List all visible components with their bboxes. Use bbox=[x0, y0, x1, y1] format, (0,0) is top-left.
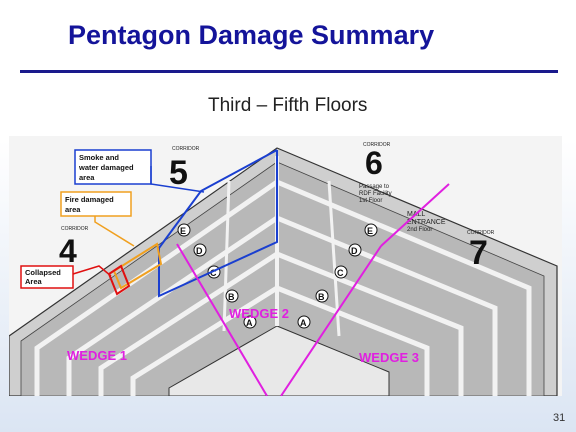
page-number: 31 bbox=[553, 412, 566, 424]
ring-a-right: A bbox=[300, 318, 307, 328]
mall-note-line-3: 2nd Floor bbox=[407, 227, 432, 233]
collapsed-area bbox=[107, 264, 131, 296]
ring-e-left: E bbox=[180, 226, 186, 236]
corridor-6-number: 6 bbox=[365, 145, 383, 181]
title-underline bbox=[20, 70, 558, 73]
wedge-boundary-line bbox=[280, 245, 382, 396]
ring-letters-right: E D C B A bbox=[297, 223, 378, 329]
ring-d-right: D bbox=[351, 246, 358, 256]
smoke-callout-leader bbox=[150, 166, 205, 193]
corridor-4-number: 4 bbox=[59, 233, 77, 269]
collapsed-callout-box bbox=[20, 265, 74, 289]
collapsed-callout-line-2: Area bbox=[25, 277, 43, 286]
passage-note-line-2: RDF Facility bbox=[359, 191, 392, 197]
smoke-callout-line-1: Smoke and bbox=[79, 153, 119, 162]
slide-subtitle: Third – Fifth Floors bbox=[208, 95, 368, 116]
ring-b-corridor-left bbox=[130, 285, 279, 396]
ring-c-right: C bbox=[337, 268, 344, 278]
fire-callout-line-2: area bbox=[65, 205, 81, 214]
collapsed-callout-leader bbox=[72, 265, 112, 277]
wedge-boundary-line bbox=[176, 243, 268, 396]
smoke-callout-line-2: water damaged bbox=[78, 163, 134, 172]
ring-d-corridor-left bbox=[66, 215, 279, 396]
collapsed-callout-line-1: Collapsed bbox=[25, 268, 61, 277]
central-courtyard bbox=[168, 325, 390, 396]
ring-c-left: C bbox=[210, 268, 217, 278]
pentagon-floorplan: CORRIDOR 5 CORRIDOR 6 CORRIDOR 4 CORRIDO… bbox=[9, 142, 558, 396]
ring-e-right: E bbox=[367, 226, 373, 236]
ring-d-left: D bbox=[196, 246, 203, 256]
ring-e-corridor bbox=[276, 179, 532, 396]
fire-callout-box bbox=[60, 191, 132, 217]
ring-c-corridor bbox=[276, 251, 464, 396]
ring-letters-left: E D C B A bbox=[177, 223, 257, 329]
ring-e-corridor-left bbox=[34, 179, 279, 396]
passage-note-line-3: 1st Floor bbox=[359, 198, 382, 204]
fire-callout-leader bbox=[94, 216, 135, 247]
smoke-damage-boundary bbox=[158, 149, 278, 298]
ring-b-left: B bbox=[228, 292, 235, 302]
corridor-7-number: 7 bbox=[469, 234, 488, 272]
wedge-2-label: WEDGE 2 bbox=[229, 306, 289, 321]
ring-b-right: B bbox=[318, 292, 325, 302]
wedge-3-label: WEDGE 3 bbox=[359, 350, 419, 365]
fire-callout-line-1: Fire damaged bbox=[65, 195, 114, 204]
wedge-boundary-line bbox=[380, 183, 450, 247]
corridor-7-label: CORRIDOR bbox=[467, 230, 495, 236]
corridor-5-number: 5 bbox=[169, 154, 188, 192]
smoke-callout-box bbox=[74, 149, 152, 185]
ring-a-left: A bbox=[246, 318, 253, 328]
mall-note-line-2: ENTRANCE bbox=[407, 219, 446, 226]
corridor-5-label: CORRIDOR bbox=[172, 146, 200, 152]
passage-note-line-1: Passage to bbox=[359, 184, 390, 190]
wedge-1-label: WEDGE 1 bbox=[67, 348, 127, 363]
radial-corridor bbox=[222, 180, 231, 332]
pentagon-diagram: CORRIDOR 5 CORRIDOR 6 CORRIDOR 4 CORRIDO… bbox=[9, 136, 562, 396]
slide-title: Pentagon Damage Summary bbox=[68, 20, 435, 50]
smoke-callout-line-3: area bbox=[79, 173, 95, 182]
fire-damage-area bbox=[112, 242, 163, 290]
ring-c-corridor-left bbox=[98, 251, 279, 396]
corridor-4-label: CORRIDOR bbox=[61, 226, 89, 232]
ring-b-corridor bbox=[276, 285, 430, 396]
corridor-6-label: CORRIDOR bbox=[363, 142, 391, 148]
